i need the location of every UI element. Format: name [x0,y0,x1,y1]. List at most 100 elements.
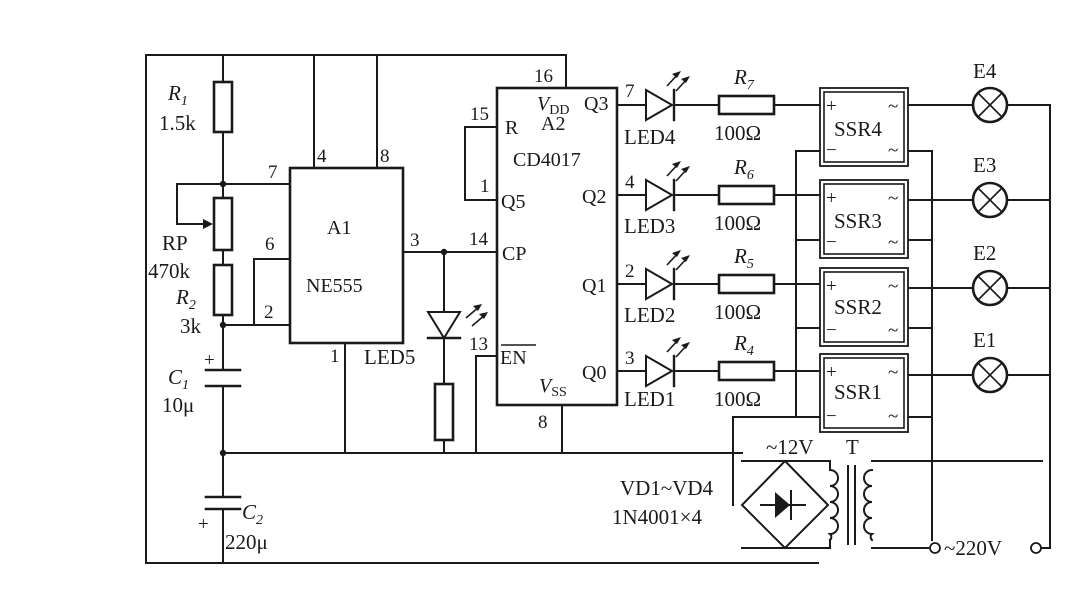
e4-name: E4 [973,59,997,83]
a2-label-cp: CP [502,243,526,265]
ssr1-ac1: ~ [888,362,898,383]
a2-pin-15: 15 [470,104,489,125]
rp-name: RP [162,231,188,255]
mains-label: ~220V [944,536,1002,560]
a2-pin-16: 16 [534,66,553,87]
r4-name: R4 [733,331,754,359]
ssr4-ac2: ~ [888,140,898,161]
c1-value: 10μ [162,393,194,417]
a1-pin-3: 3 [410,230,420,251]
resistor-r4: R4 100Ω [714,331,776,411]
r6-name: R6 [733,155,754,183]
ssr3: + − ~ ~ SSR3 [819,179,909,259]
ssr3-minus: − [826,232,837,253]
a2-pin-1: 1 [480,176,490,197]
a2-vss: VSS [539,375,567,400]
led1-name: LED1 [624,387,675,411]
a2-label-en: EN [500,347,527,369]
bridge-part: 1N4001×4 [612,505,703,529]
c2-value: 220μ [225,530,268,554]
transformer-name: T [846,435,859,459]
capacitor-c2: + C2 220μ [198,495,268,554]
a1-pin-6: 6 [265,234,275,255]
a2-label-q3: Q3 [584,93,608,115]
ssr4-name: SSR4 [834,117,882,141]
a2-label-q5: Q5 [501,191,525,213]
ssr1-name: SSR1 [834,380,882,404]
led5: LED5 [364,304,488,442]
a1-pin-2: 2 [264,302,274,323]
wires-timer [145,54,819,564]
ssr4-ac1: ~ [888,96,898,117]
r5-name: R5 [733,244,754,272]
ssr2-plus: + [826,276,837,297]
bridge-rectifier: VD1~VD4 1N4001×4 [612,459,830,550]
c1-plus: + [204,350,215,371]
rp-value: 470k [148,259,191,283]
c1-name: C1 [168,365,189,393]
e2-name: E2 [973,241,996,265]
r7-name: R7 [733,65,755,93]
resistor-r6: R6 100Ω [714,155,776,235]
led2-name: LED2 [624,303,675,327]
r4-value: 100Ω [714,387,761,411]
ssr3-name: SSR3 [834,209,882,233]
ssr2-ac2: ~ [888,320,898,341]
transformer-secondary: ~12V [766,435,814,459]
r2-name: R2 [175,285,196,313]
capacitor-c1: + C1 10μ [162,350,242,417]
ssr1-plus: + [826,362,837,383]
a1-pin-7: 7 [268,162,278,183]
ssr1-minus: − [826,406,837,427]
ssr2-ac1: ~ [888,276,898,297]
a1-pin-4: 4 [317,146,327,167]
a2-pin-7: 7 [625,81,635,102]
ssr1-ac2: ~ [888,406,898,427]
a1-pin-1: 1 [330,346,340,367]
ssr3-plus: + [826,188,837,209]
resistor-r7: R7 100Ω [714,65,776,145]
bridge-name: VD1~VD4 [620,476,714,500]
lamp-e4: E4 [971,59,1009,124]
mains-terminals: ~220V [929,536,1042,560]
ssr1: + − ~ ~ SSR1 [819,353,909,433]
lamp-e1: E1 [971,328,1009,394]
c2-plus: + [198,514,209,535]
wires-output [616,104,1051,549]
a2-label-q0: Q0 [582,362,606,384]
resistor-r1: R1 1.5k [159,80,234,135]
lamp-e2: E2 [971,241,1009,307]
ic-a2-cd4017: A2 CD4017 VDD Q3 R Q5 Q2 CP Q1 EN Q0 VSS… [469,66,635,433]
a2-label-q2: Q2 [582,186,606,208]
lamp-e3: E3 [971,153,1009,219]
c2-name: C2 [242,500,263,528]
a2-pin-2: 2 [625,261,635,282]
led4-name: LED4 [624,125,676,149]
a2-name: A2 [541,113,565,135]
r7-value: 100Ω [714,121,761,145]
potentiometer-rp: RP 470k [148,196,234,283]
a2-part: CD4017 [513,149,581,171]
a2-pin-14: 14 [469,229,489,250]
junction-dots [219,180,448,457]
resistor-r5: R5 100Ω [714,244,776,324]
ssr2-name: SSR2 [834,295,882,319]
led4: LED4 [624,71,690,149]
e1-name: E1 [973,328,996,352]
a2-label-r: R [505,117,519,139]
a1-pin-8: 8 [380,146,390,167]
r5-value: 100Ω [714,300,761,324]
led5-name: LED5 [364,345,415,369]
a2-pin-8: 8 [538,412,548,433]
led2: LED2 [624,250,690,327]
ssr4-plus: + [826,96,837,117]
led1: LED1 [624,337,690,411]
ssr4: + − ~ ~ SSR4 [819,87,909,167]
a1-name: A1 [327,217,351,239]
a2-vdd: VDD [537,93,569,118]
ssr2: + − ~ ~ SSR2 [819,267,909,347]
ssr3-ac1: ~ [888,188,898,209]
ssr4-minus: − [826,140,837,161]
resistor-r2: R2 3k [175,263,234,338]
